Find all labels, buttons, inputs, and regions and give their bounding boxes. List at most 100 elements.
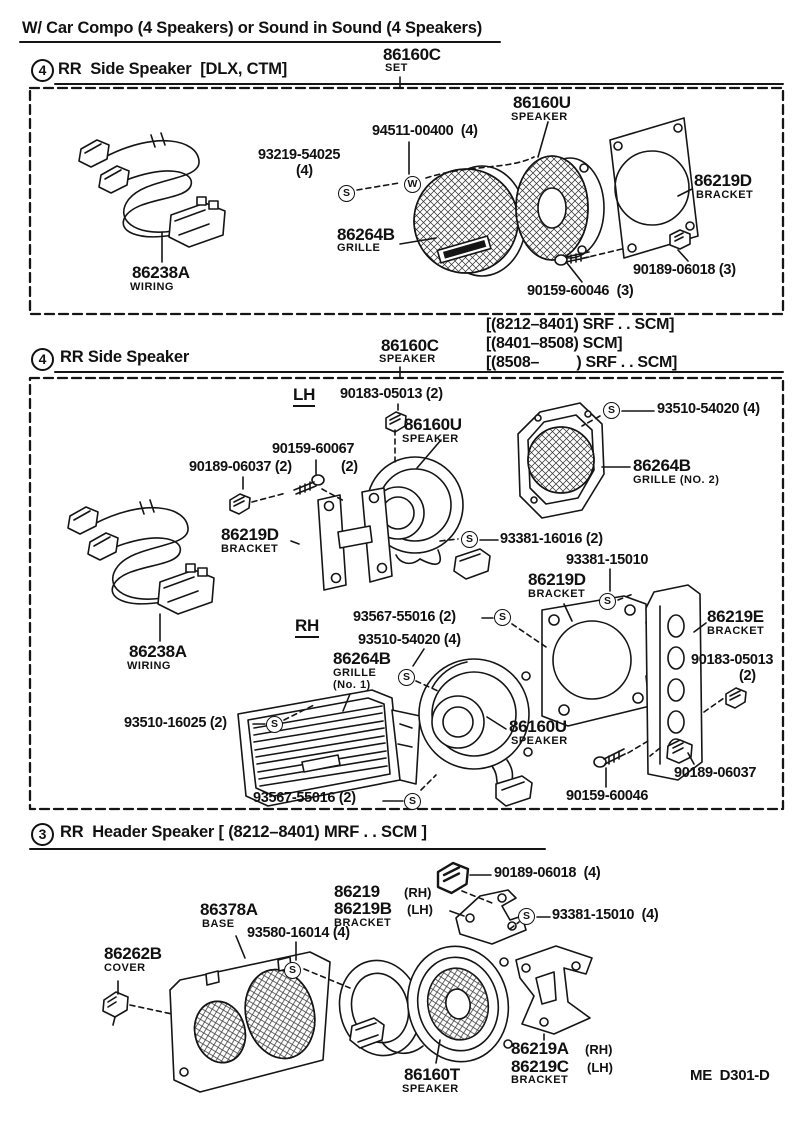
- speaker-assembly-drawing: [338, 945, 513, 1063]
- part-86378a-name: BASE: [202, 918, 235, 930]
- part-86219d-mid-name: BRACKET: [528, 588, 586, 600]
- part-86219: 86219: [334, 882, 380, 901]
- part-90183-05013-r-qty: (2): [739, 668, 756, 684]
- screw-symbol-16025: S: [266, 716, 283, 733]
- section3-number: 3: [31, 823, 54, 846]
- grille-drawing-1: [413, 165, 527, 277]
- part-94511-00400: 94511-00400 (4): [372, 123, 478, 139]
- clip-drawing-top: [385, 411, 407, 433]
- part-86160u-rh-name: SPEAKER: [511, 735, 568, 747]
- cover-drawing: [102, 991, 129, 1026]
- part-90189-06018-4: 90189-06018 (4): [494, 865, 601, 881]
- part-86238a-2-name: WIRING: [127, 660, 171, 672]
- part-90159-60067-qty: (2): [341, 459, 358, 475]
- part-86160c-set-name: SET: [385, 62, 408, 74]
- part-86219e: 86219E: [707, 607, 764, 626]
- variant-1: [(8212–8401) SRF . . SCM]: [486, 316, 675, 333]
- section1-number: 4: [31, 59, 54, 82]
- part-86160t-name: SPEAKER: [402, 1083, 459, 1095]
- part-90159-60067: 90159-60067: [272, 441, 355, 457]
- section3-title: RR Header Speaker [ (8212–8401) MRF . . …: [60, 823, 427, 841]
- part-86238a-1-name: WIRING: [130, 281, 174, 293]
- part-86160c-set: 86160C: [383, 45, 441, 64]
- part-93219-54025: 93219-54025: [258, 147, 341, 163]
- part-86264b-no2-name: GRILLE (NO. 2): [633, 474, 720, 486]
- part-90189-06037-rh: 90189-06037: [674, 765, 757, 781]
- part-93567-55016-bot: 93567-55016 (2): [253, 790, 356, 806]
- part-90183-05013-top: 90183-05013 (2): [340, 386, 443, 402]
- part-86264b-no1-name: GRILLE: [333, 667, 377, 679]
- part-90183-05013-r: 90183-05013: [691, 652, 774, 668]
- part-93381-16016: 93381-16016 (2): [500, 531, 603, 547]
- part-86219c: 86219C: [511, 1057, 569, 1076]
- part-86219c-side: (LH): [587, 1060, 613, 1075]
- part-86264b-no1: 86264B: [333, 649, 391, 668]
- part-86219ac-name: BRACKET: [511, 1074, 569, 1086]
- bracket-drawing-lh: [317, 487, 393, 591]
- screw-symbol-54020-rh: S: [398, 669, 415, 686]
- part-86160u-1-name: SPEAKER: [511, 111, 568, 123]
- part-86219d-mid: 86219D: [528, 570, 586, 589]
- part-90159-60046-3: 90159-60046 (3): [527, 283, 634, 299]
- screw-symbol-16016: S: [461, 531, 478, 548]
- section2-title: RR Side Speaker: [60, 348, 190, 366]
- bracket-drawing-1: [609, 117, 699, 259]
- part-93381-15010-4: 93381-15010 (4): [552, 907, 659, 923]
- part-86264b-no2: 86264B: [633, 456, 691, 475]
- part-86160c-2: 86160C: [381, 336, 439, 355]
- part-86262b-name: COVER: [104, 962, 146, 974]
- part-86219-side: (RH): [404, 885, 432, 900]
- rh-heading: RH: [295, 616, 319, 638]
- section2-number: 4: [31, 348, 54, 371]
- part-86219d-1: 86219D: [694, 171, 752, 190]
- page-code: ME D301-D: [690, 1067, 770, 1084]
- part-93381-15010: 93381-15010: [566, 552, 649, 568]
- part-86219-name: BRACKET: [334, 917, 392, 929]
- part-86160u-1: 86160U: [513, 93, 571, 112]
- variant-2: [(8401–8508) SCM]: [486, 335, 623, 352]
- part-86378a: 86378A: [200, 900, 258, 919]
- part-93510-16025: 93510-16025 (2): [124, 715, 227, 731]
- nut-drawing-1: [669, 229, 691, 250]
- bracket-drawing-a-c: [515, 945, 593, 1035]
- part-90159-60046-rh: 90159-60046: [566, 788, 649, 804]
- part-86264b-1-name: GRILLE: [337, 242, 381, 254]
- part-86238a-1: 86238A: [132, 263, 190, 282]
- base-drawing: [169, 951, 331, 1093]
- part-90189-06037-lh: 90189-06037 (2): [189, 459, 292, 475]
- part-86160u-lh-name: SPEAKER: [402, 433, 459, 445]
- part-93510-54020-rh: 93510-54020 (4): [358, 632, 461, 648]
- speaker-drawing-rh: [418, 658, 533, 807]
- wiring-drawing-2: [67, 499, 215, 615]
- part-86219e-name: BRACKET: [707, 625, 765, 637]
- part-86219b: 86219B: [334, 899, 392, 918]
- wiring-drawing-1: [78, 132, 226, 248]
- part-93567-55016-top: 93567-55016 (2): [353, 609, 456, 625]
- part-86160u-lh: 86160U: [404, 415, 462, 434]
- part-86219b-side: (LH): [407, 902, 433, 917]
- part-86262b: 86262B: [104, 944, 162, 963]
- part-86264b-no1-no: (No. 1): [333, 679, 371, 691]
- part-86219a: 86219A: [511, 1039, 569, 1058]
- washer-symbol-w1: W: [404, 176, 421, 193]
- part-86219d-lh-name: BRACKET: [221, 543, 279, 555]
- part-86160t: 86160T: [404, 1065, 460, 1084]
- part-93510-54020-top: 93510-54020 (4): [657, 401, 760, 417]
- speaker-drawing-1: [515, 155, 605, 261]
- bracket-drawing-rh-lh: [455, 889, 527, 945]
- screw-symbol-55016-bot: S: [404, 793, 421, 810]
- bracket-drawing-mid: [541, 595, 663, 727]
- box2-border: [28, 376, 785, 811]
- screw-symbol-15010: S: [599, 593, 616, 610]
- screw-symbol-s1: S: [338, 185, 355, 202]
- part-90189-06018-3: 90189-06018 (3): [633, 262, 736, 278]
- screw-symbol-54020-top: S: [603, 402, 620, 419]
- grille-drawing-no1: [237, 689, 421, 807]
- screw-drawing-1: [554, 251, 590, 266]
- grille-drawing-no2: [517, 402, 605, 519]
- clip-drawing-right: [725, 687, 747, 709]
- screw-drawing-rh: [593, 748, 626, 768]
- lh-heading: LH: [293, 385, 315, 407]
